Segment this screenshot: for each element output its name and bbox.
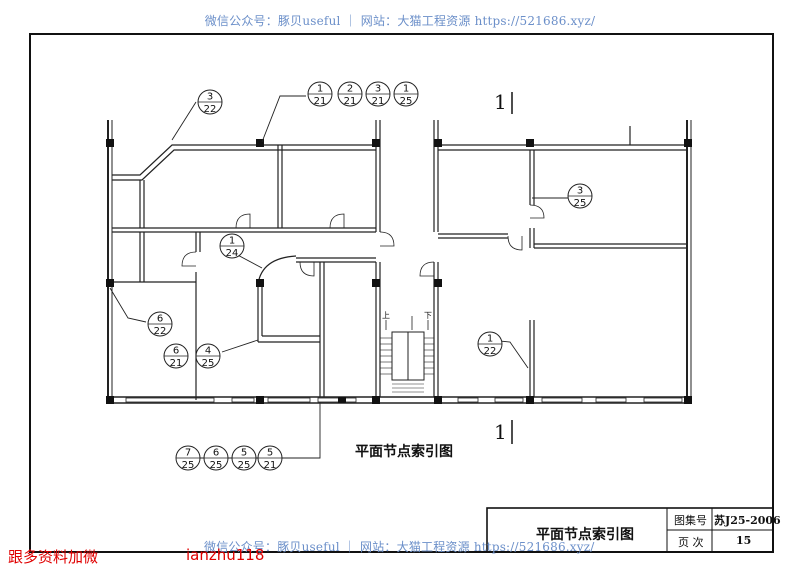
callout-sheet-number: 25	[238, 460, 251, 471]
callout-detail-number: 3	[577, 186, 583, 197]
callout-sheet-number: 25	[574, 198, 587, 209]
callout-sheet-number: 25	[400, 96, 413, 107]
callout-sheet-number: 21	[264, 460, 277, 471]
detail-callout: 124	[219, 233, 245, 259]
detail-callout: 621	[163, 343, 189, 369]
callout-detail-number: 1	[403, 84, 409, 95]
callout-detail-number: 5	[241, 448, 247, 459]
detail-callout: 325	[567, 183, 593, 209]
callout-sheet-number: 25	[182, 460, 195, 471]
detail-callout: 322	[197, 89, 223, 115]
detail-callout: 622	[147, 311, 173, 337]
callout-sheet-number: 21	[314, 96, 327, 107]
callout-sheet-number: 25	[210, 460, 223, 471]
callout-sheet-number: 22	[154, 326, 167, 337]
stair-up-label: 上	[382, 311, 390, 320]
callout-detail-number: 3	[207, 92, 213, 103]
page-number-value: 15	[736, 534, 752, 547]
section-mark-top: 1	[494, 90, 507, 114]
callout-sheet-number: 21	[170, 358, 183, 369]
callout-sheet-number: 22	[204, 104, 217, 115]
callout-sheet-number: 24	[226, 248, 239, 259]
callout-sheet-number: 21	[372, 96, 385, 107]
plan-title: 平面节点索引图	[355, 444, 453, 460]
callout-sheet-number: 22	[484, 346, 497, 357]
overlay-left-text: 跟多资料加微	[8, 548, 99, 566]
detail-callout: 221	[337, 81, 363, 107]
callout-detail-number: 3	[375, 84, 381, 95]
detail-callout: 725	[175, 445, 201, 471]
detail-callout: 121	[307, 81, 333, 107]
watermark-bottom: 微信公众号：豚贝useful ｜ 网站：大猫工程资源 https://52168…	[204, 540, 595, 554]
detail-callout: 321	[365, 81, 391, 107]
detail-callout: 125	[393, 81, 419, 107]
section-mark-bottom: 1	[494, 420, 507, 444]
watermark-top: 微信公众号：豚贝useful ｜ 网站：大猫工程资源 https://52168…	[204, 14, 596, 28]
callout-detail-number: 1	[229, 236, 235, 247]
detail-callout: 521	[257, 445, 283, 471]
callout-sheet-number: 21	[344, 96, 357, 107]
drawing-border	[29, 33, 774, 553]
title-block-frame	[486, 507, 774, 553]
detail-callout: 425	[195, 343, 221, 369]
callout-detail-number: 6	[173, 346, 179, 357]
structural-columns	[106, 139, 692, 404]
callout-detail-number: 5	[267, 448, 273, 459]
callout-bubbles: 3221212213211253251246226214251227256255…	[147, 81, 593, 471]
stair-down-label: 下	[424, 311, 432, 320]
callout-detail-number: 6	[157, 314, 163, 325]
callout-sheet-number: 25	[202, 358, 215, 369]
detail-callout: 625	[203, 445, 229, 471]
atlas-number-label: 图集号	[674, 514, 707, 527]
overlay-right-text: ianzhu118	[186, 546, 265, 564]
callout-detail-number: 4	[205, 346, 211, 357]
atlas-number-value: 苏J25-2006	[714, 514, 781, 527]
page-label: 页 次	[678, 536, 704, 549]
detail-callout: 122	[477, 331, 503, 357]
detail-callout: 525	[231, 445, 257, 471]
floor-plan	[107, 92, 692, 444]
callout-detail-number: 1	[487, 334, 493, 345]
callout-detail-number: 6	[213, 448, 219, 459]
callout-detail-number: 2	[347, 84, 353, 95]
callout-detail-number: 1	[317, 84, 323, 95]
callout-detail-number: 7	[185, 448, 191, 459]
title-block-drawing-title: 平面节点索引图	[536, 527, 634, 543]
